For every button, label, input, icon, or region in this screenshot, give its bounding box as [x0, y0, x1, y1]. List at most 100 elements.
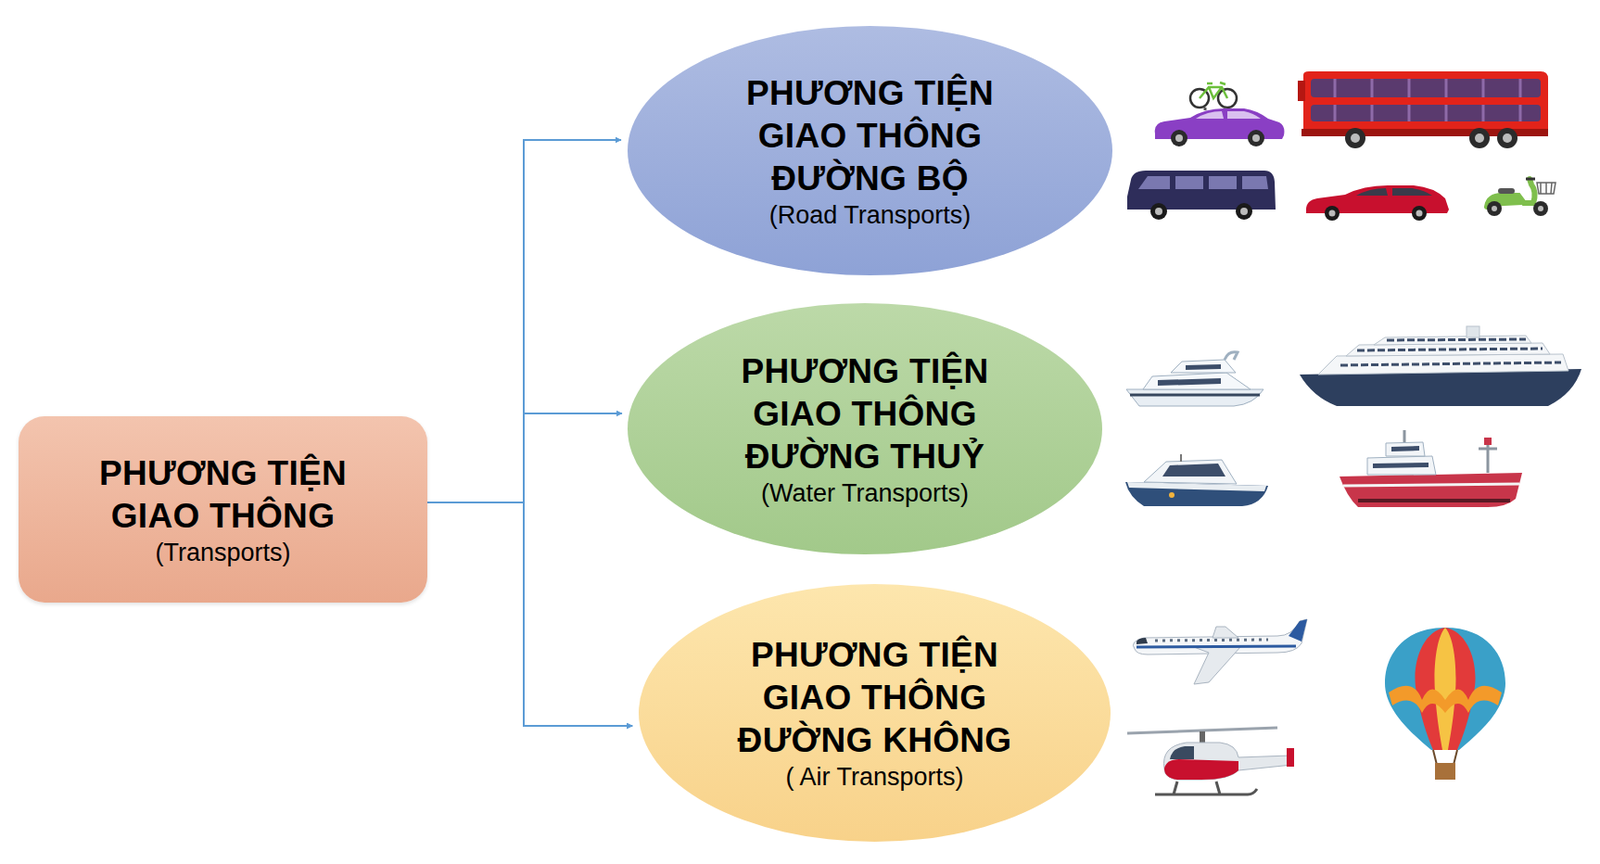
- airplane-part: [1155, 639, 1269, 641]
- double-decker-bus-part: [1469, 127, 1490, 149]
- hot-air-balloon-part: [1414, 627, 1475, 750]
- road-ellipse: PHƯƠNG TIỆN GIAO THÔNG ĐƯỜNG BỘ(Road Tra…: [627, 25, 1113, 276]
- helicopter-part: [1164, 742, 1294, 780]
- double-decker-bus-part: [1474, 133, 1485, 143]
- connector-arrow: [427, 413, 623, 503]
- hot-air-balloon-part: [1384, 627, 1506, 750]
- helicopter-part: [1286, 748, 1295, 767]
- node-heading: PHƯƠNG TIỆN GIAO THÔNG ĐƯỜNG KHÔNG: [717, 634, 1033, 762]
- yacht-part: [1130, 393, 1260, 397]
- scooter-part: [1537, 205, 1544, 212]
- fishing-ship-part: [1358, 498, 1511, 503]
- cruise-ship: [1299, 326, 1582, 407]
- van: [1127, 170, 1276, 220]
- car-with-bike: [1155, 82, 1285, 147]
- connector-arrow: [427, 502, 633, 726]
- yacht-part: [1126, 389, 1264, 407]
- fishing-ship-part: [1404, 430, 1498, 473]
- double-decker-bus-part: [1297, 80, 1306, 102]
- double-decker-bus-part: [1350, 133, 1360, 143]
- airplane-part: [1136, 646, 1296, 648]
- fishing-ship-part: [1484, 437, 1492, 445]
- motor-boat-part: [1125, 482, 1269, 507]
- airplane-part: [1212, 626, 1239, 638]
- motor-boat: [1125, 454, 1269, 507]
- van-part: [1150, 203, 1168, 220]
- car-with-bike-part: [1199, 82, 1228, 99]
- double-decker-bus-part: [1303, 71, 1549, 135]
- motor-boat-part: [1162, 463, 1226, 477]
- cruise-ship-part: [1466, 326, 1480, 338]
- hot-air-balloon: [1384, 627, 1506, 780]
- yacht-part: [1157, 364, 1221, 386]
- double-decker-bus: [1297, 71, 1549, 149]
- red-car-part: [1356, 188, 1433, 196]
- fishing-ship: [1339, 430, 1523, 508]
- double-decker-bus-part: [1334, 78, 1521, 122]
- red-car-part: [1324, 205, 1340, 221]
- water-ellipse: PHƯƠNG TIỆN GIAO THÔNG ĐƯỜNG THUỶ(Water …: [627, 303, 1103, 555]
- motor-boat-part: [1180, 454, 1182, 462]
- airplane-part: [1193, 647, 1241, 685]
- node-subtitle: (Transports): [154, 537, 291, 568]
- scooter-part: [1533, 201, 1549, 216]
- cruise-ship-part: [1340, 339, 1562, 366]
- helicopter-part: [1199, 731, 1206, 743]
- fishing-ship-part: [1339, 472, 1523, 508]
- red-car-part: [1416, 210, 1423, 217]
- node-subtitle: ( Air Transports): [785, 761, 964, 792]
- node-subtitle: (Road Transports): [769, 200, 972, 230]
- scooter: [1485, 178, 1556, 216]
- double-decker-bus-part: [1310, 104, 1541, 122]
- node-heading: PHƯƠNG TIỆN GIAO THÔNG ĐƯỜNG BỘ: [712, 72, 1029, 201]
- red-car-part: [1411, 205, 1427, 221]
- double-decker-bus-part: [1497, 127, 1518, 149]
- scooter-part: [1491, 205, 1498, 212]
- fishing-ship-part: [1343, 483, 1520, 486]
- double-decker-bus-part: [1345, 127, 1366, 149]
- motor-boat-part: [1168, 492, 1175, 498]
- car-with-bike-part: [1252, 134, 1260, 142]
- hot-air-balloon-part: [1434, 627, 1456, 750]
- helicopter-part: [1164, 759, 1239, 780]
- fishing-ship-part: [1372, 445, 1429, 469]
- node-subtitle: (Water Transports): [761, 478, 969, 508]
- scooter-part: [1525, 177, 1536, 181]
- airplane-part: [1288, 619, 1308, 642]
- van-part: [1240, 207, 1248, 216]
- ellipse-fill: [627, 25, 1113, 276]
- car-with-bike-part: [1195, 111, 1261, 119]
- helicopter: [1127, 727, 1295, 795]
- helicopter-part: [1169, 746, 1194, 760]
- scooter-part: [1486, 201, 1502, 216]
- ellipse-fill: [627, 303, 1103, 555]
- van-part: [1127, 170, 1276, 210]
- scooter-part: [1498, 188, 1515, 194]
- airplane: [1132, 619, 1308, 685]
- helicopter-part: [1155, 781, 1258, 795]
- car-with-bike-part: [1247, 129, 1265, 147]
- double-decker-bus-part: [1502, 133, 1512, 143]
- red-car: [1306, 185, 1449, 221]
- root-box: PHƯƠNG TIỆN GIAO THÔNG(Transports): [18, 416, 428, 603]
- connector-arrow: [427, 139, 622, 503]
- double-decker-bus-part: [1310, 78, 1541, 98]
- yacht: [1126, 352, 1264, 407]
- node-heading: PHƯƠNG TIỆN GIAO THÔNG ĐƯỜNG THUỶ: [707, 350, 1023, 479]
- van-part: [1138, 176, 1269, 190]
- motor-boat-part: [1143, 459, 1237, 484]
- car-with-bike-part: [1170, 129, 1188, 147]
- ellipse-fill: [638, 584, 1111, 842]
- hot-air-balloon-part: [1434, 762, 1456, 780]
- scooter-part: [1536, 182, 1556, 194]
- hot-air-balloon-part: [1433, 749, 1458, 765]
- van-part: [1155, 207, 1163, 216]
- airplane-part: [1136, 637, 1148, 645]
- van-part: [1235, 203, 1253, 220]
- car-with-bike-part: [1175, 134, 1183, 142]
- red-car-part: [1329, 210, 1336, 217]
- hot-air-balloon-part: [1388, 685, 1502, 713]
- node-heading: PHƯƠNG TIỆN GIAO THÔNG: [65, 452, 381, 538]
- yacht-part: [1224, 352, 1238, 360]
